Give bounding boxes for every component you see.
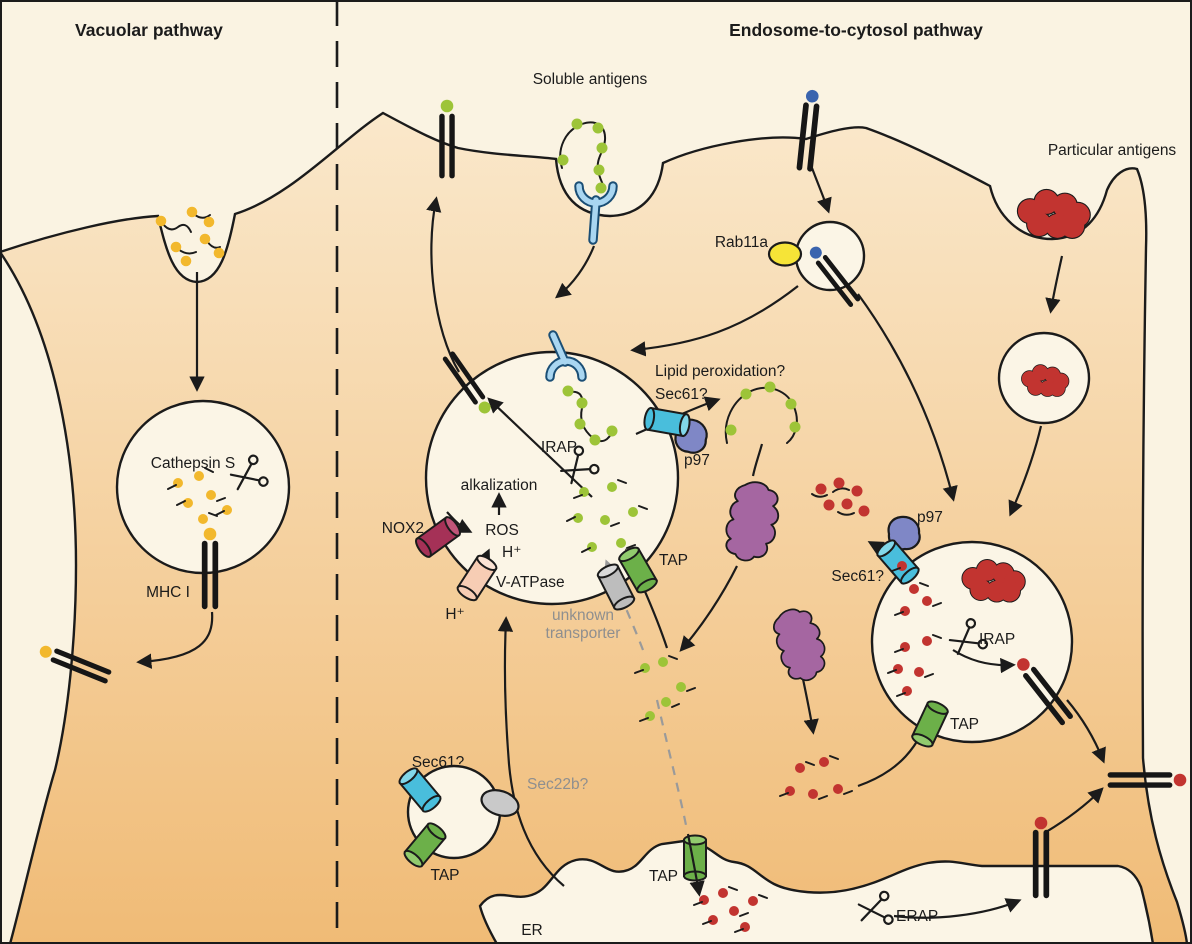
label-soluble-antigens: Soluble antigens bbox=[533, 71, 648, 88]
label-p97-central: p97 bbox=[684, 452, 710, 469]
label-tap-phagosome: TAP bbox=[950, 716, 979, 733]
line-antigen-to-proteasome bbox=[751, 443, 764, 477]
title-endosome-to-cytosol: Endosome-to-cytosol pathway bbox=[729, 20, 983, 40]
arrow-mhc-to-surface-vacuolar bbox=[136, 611, 214, 669]
label-sec61-central: Sec61? bbox=[655, 386, 708, 403]
arrow-proteasome-to-peptides bbox=[679, 565, 738, 652]
red-peptides-cytosol bbox=[779, 755, 853, 800]
green-peptides-endosome bbox=[566, 479, 648, 553]
mhc-i-endosome-loaded bbox=[441, 350, 491, 414]
label-irap-central: IRAP bbox=[541, 439, 577, 456]
label-v-atpase: V-ATPase bbox=[496, 574, 565, 591]
label-rab11a: Rab11a bbox=[715, 234, 769, 251]
arrow-unknown-transporter-import bbox=[604, 559, 645, 651]
label-erap: ERAP bbox=[896, 908, 938, 925]
label-mhc-i: MHC I bbox=[146, 584, 190, 601]
label-tap-endosome: TAP bbox=[659, 552, 688, 569]
label-lipid-peroxidation: Lipid peroxidation? bbox=[655, 363, 786, 380]
soluble-antigen-chain bbox=[557, 118, 608, 194]
label-sec61-right: Sec61? bbox=[831, 568, 884, 585]
sec22b-snare-icon bbox=[480, 789, 520, 817]
mhc-i-vacuole bbox=[201, 527, 219, 610]
mhc-i-phagosome-loaded bbox=[1017, 658, 1075, 727]
endocytic-receptor-endosome bbox=[545, 330, 587, 382]
label-irap-right: IRAP bbox=[979, 631, 1015, 648]
label-er: ER bbox=[521, 922, 543, 939]
arrow-particulate-uptake bbox=[1045, 255, 1064, 314]
endocytic-receptor-surface bbox=[574, 181, 618, 245]
label-h-plus-1: H⁺ bbox=[502, 544, 521, 561]
label-tap-er: TAP bbox=[649, 868, 678, 885]
antigen-chain-endosome bbox=[562, 385, 618, 446]
green-peptides-cytosol bbox=[634, 655, 696, 722]
arrow-er-to-endosome-sec22b bbox=[497, 616, 565, 887]
arrow-er-mhc-to-surface bbox=[1045, 787, 1104, 833]
arrow-mhc-to-rab11a-vesicle bbox=[810, 167, 832, 214]
mhc-i-rab11a-vesicle bbox=[809, 246, 862, 308]
mhc-i-surface-vacuolar bbox=[39, 645, 113, 685]
arrow-phagosome-mhc-to-surface bbox=[1066, 699, 1106, 764]
arrow-receptor-internalization bbox=[554, 245, 596, 299]
red-exported-proteins bbox=[811, 477, 870, 517]
exported-antigen-chain bbox=[724, 381, 801, 444]
yellow-soluble-antigens-pit bbox=[155, 206, 225, 267]
label-particular-antigens: Particular antigens bbox=[1048, 142, 1177, 159]
rab11a-gtpase-icon bbox=[767, 241, 803, 267]
label-nox2: NOX2 bbox=[382, 520, 424, 537]
red-fragments-phagosome-aggregate bbox=[891, 561, 942, 616]
label-ros: ROS bbox=[485, 522, 519, 539]
red-peptides-phagosome bbox=[887, 634, 942, 697]
arrow-irap-trimming bbox=[487, 397, 593, 498]
label-h-plus-2: H⁺ bbox=[445, 606, 464, 623]
arrow-phagosome-maturation bbox=[1008, 425, 1043, 517]
arrow-erap-to-mhc bbox=[893, 898, 1022, 919]
label-cathepsin-s: Cathepsin S bbox=[151, 455, 235, 472]
mhc-i-er-loaded bbox=[1032, 816, 1050, 899]
endoplasmic-reticulum bbox=[478, 839, 1155, 944]
dashed-peptide-route-to-er bbox=[655, 699, 689, 831]
arrow-nox2-to-ros bbox=[446, 511, 473, 533]
label-unknown-transporter-1: unknown bbox=[552, 607, 614, 624]
arrow-rab11a-to-endosome bbox=[630, 285, 799, 357]
label-sec61-vesicle: Sec61? bbox=[412, 754, 465, 771]
label-unknown-transporter-2: transporter bbox=[546, 625, 621, 642]
arrow-rab11a-to-phagosome bbox=[857, 293, 958, 502]
label-tap-vesicle: TAP bbox=[431, 867, 460, 884]
arrow-through-er-tap bbox=[686, 833, 705, 897]
mhc-i-surface-blue bbox=[796, 89, 820, 172]
degraded-antigen-fragments-yellow bbox=[167, 467, 232, 524]
mhc-i-surface-green bbox=[439, 99, 455, 179]
label-p97-right: p97 bbox=[917, 509, 943, 526]
arrow-recycling-to-surface bbox=[426, 196, 460, 373]
label-alkalization: alkalization bbox=[461, 477, 538, 494]
label-sec22b: Sec22b? bbox=[527, 776, 589, 793]
central-endosome bbox=[424, 350, 680, 606]
title-vacuolar-pathway: Vacuolar pathway bbox=[75, 20, 223, 40]
mhc-i-surface-right bbox=[1107, 772, 1187, 788]
red-peptides-er bbox=[693, 886, 768, 933]
